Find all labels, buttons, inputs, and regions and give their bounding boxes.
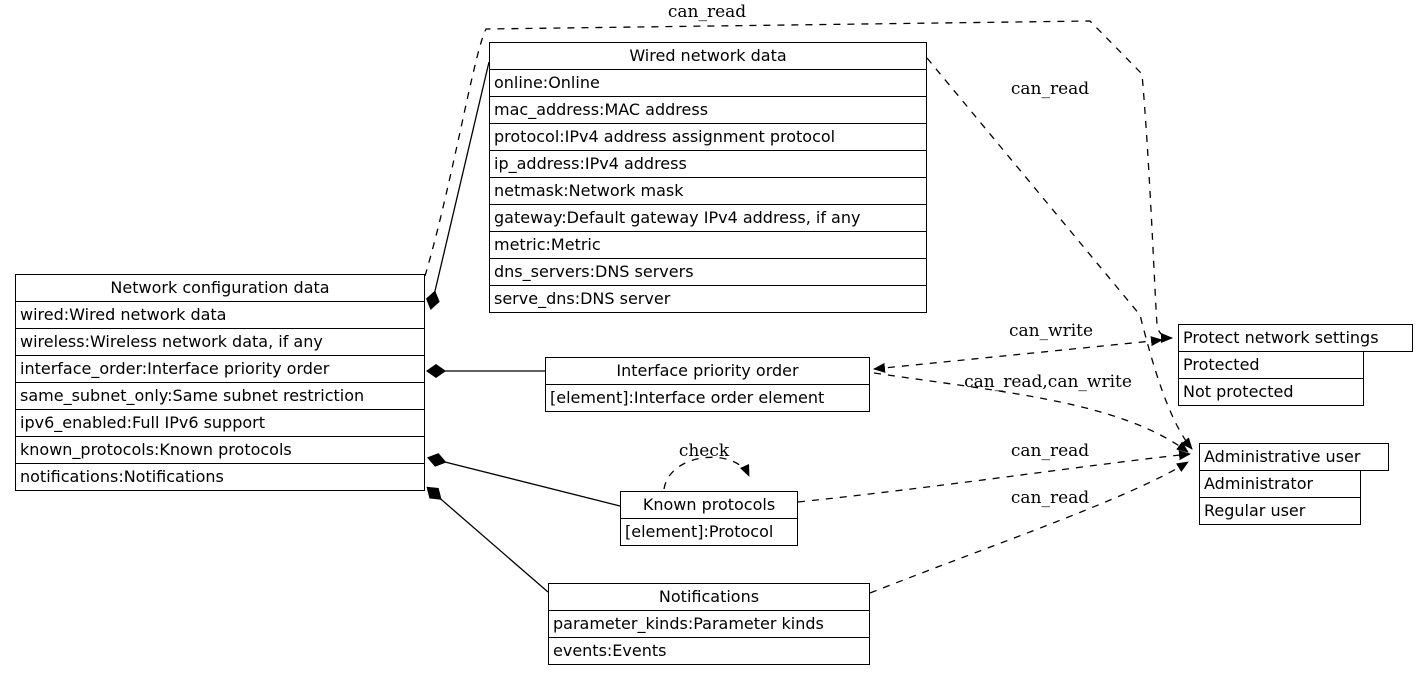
enum-value-row: Not protected	[1178, 378, 1364, 406]
edge-wired-can-read-admin	[926, 57, 1193, 450]
node-title: Interface priority order	[545, 357, 870, 385]
edge-known-check-self-loop	[663, 456, 750, 490]
attribute-row: same_subnet_only:Same subnet restriction	[15, 382, 425, 410]
edge-interface-can-read-write-admin	[873, 372, 1189, 453]
enum-value-row: Administrator	[1199, 470, 1361, 498]
node-wired-network-data: Wired network data online:Online mac_add…	[489, 42, 927, 313]
attribute-row: dns_servers:DNS servers	[489, 258, 927, 286]
node-administrative-user: Administrative user Administrator Regula…	[1199, 443, 1389, 525]
node-interface-priority-order: Interface priority order [element]:Inter…	[545, 357, 870, 412]
edge-label-can-read: can_read	[1010, 79, 1090, 99]
node-title: Notifications	[548, 583, 870, 611]
edge-config-notifications	[426, 486, 549, 593]
edge-config-known-protocols	[427, 453, 621, 507]
node-known-protocols: Known protocols [element]:Protocol	[620, 491, 798, 546]
attribute-row: [element]:Interface order element	[545, 384, 870, 412]
node-protect-network-settings: Protect network settings Protected Not p…	[1178, 324, 1413, 406]
edge-label-can-read: can_read	[1010, 488, 1090, 508]
attribute-row: parameter_kinds:Parameter kinds	[548, 610, 870, 638]
attribute-row: interface_order:Interface priority order	[15, 355, 425, 383]
edge-label-can-read: can_read	[667, 2, 747, 22]
attribute-row: metric:Metric	[489, 231, 927, 259]
node-title: Network configuration data	[15, 274, 425, 302]
node-notifications: Notifications parameter_kinds:Parameter …	[548, 583, 870, 665]
attribute-row: [element]:Protocol	[620, 518, 798, 546]
edge-label-can-write: can_write	[1008, 321, 1094, 341]
edge-label-check: check	[678, 441, 730, 461]
enum-value-row: Protected	[1178, 351, 1364, 379]
attribute-row: gateway:Default gateway IPv4 address, if…	[489, 204, 927, 232]
edge-label-can-read: can_read	[1010, 441, 1090, 461]
attribute-row: protocol:IPv4 address assignment protoco…	[489, 123, 927, 151]
attribute-row: mac_address:MAC address	[489, 96, 927, 124]
node-title: Wired network data	[489, 42, 927, 70]
node-network-configuration-data: Network configuration data wired:Wired n…	[15, 274, 425, 491]
attribute-row: online:Online	[489, 69, 927, 97]
attribute-row: notifications:Notifications	[15, 463, 425, 491]
edge-config-wired	[426, 61, 490, 310]
attribute-row: ipv6_enabled:Full IPv6 support	[15, 409, 425, 437]
attribute-row: serve_dns:DNS server	[489, 285, 927, 313]
enum-value-row: Regular user	[1199, 497, 1361, 525]
attribute-row: wireless:Wireless network data, if any	[15, 328, 425, 356]
edge-notifications-can-read-admin	[869, 461, 1189, 594]
node-title: Administrative user	[1199, 443, 1389, 471]
attribute-row: ip_address:IPv4 address	[489, 150, 927, 178]
attribute-row: events:Events	[548, 637, 870, 665]
attribute-row: netmask:Network mask	[489, 177, 927, 205]
node-title: Protect network settings	[1178, 324, 1413, 352]
edge-interface-can-write-protect	[873, 336, 1163, 373]
attribute-row: wired:Wired network data	[15, 301, 425, 329]
attribute-row: known_protocols:Known protocols	[15, 436, 425, 464]
edge-known-can-read-admin	[797, 450, 1191, 503]
edge-label-can-read-can-write: can_read,can_write	[964, 372, 1132, 392]
node-title: Known protocols	[620, 491, 798, 519]
